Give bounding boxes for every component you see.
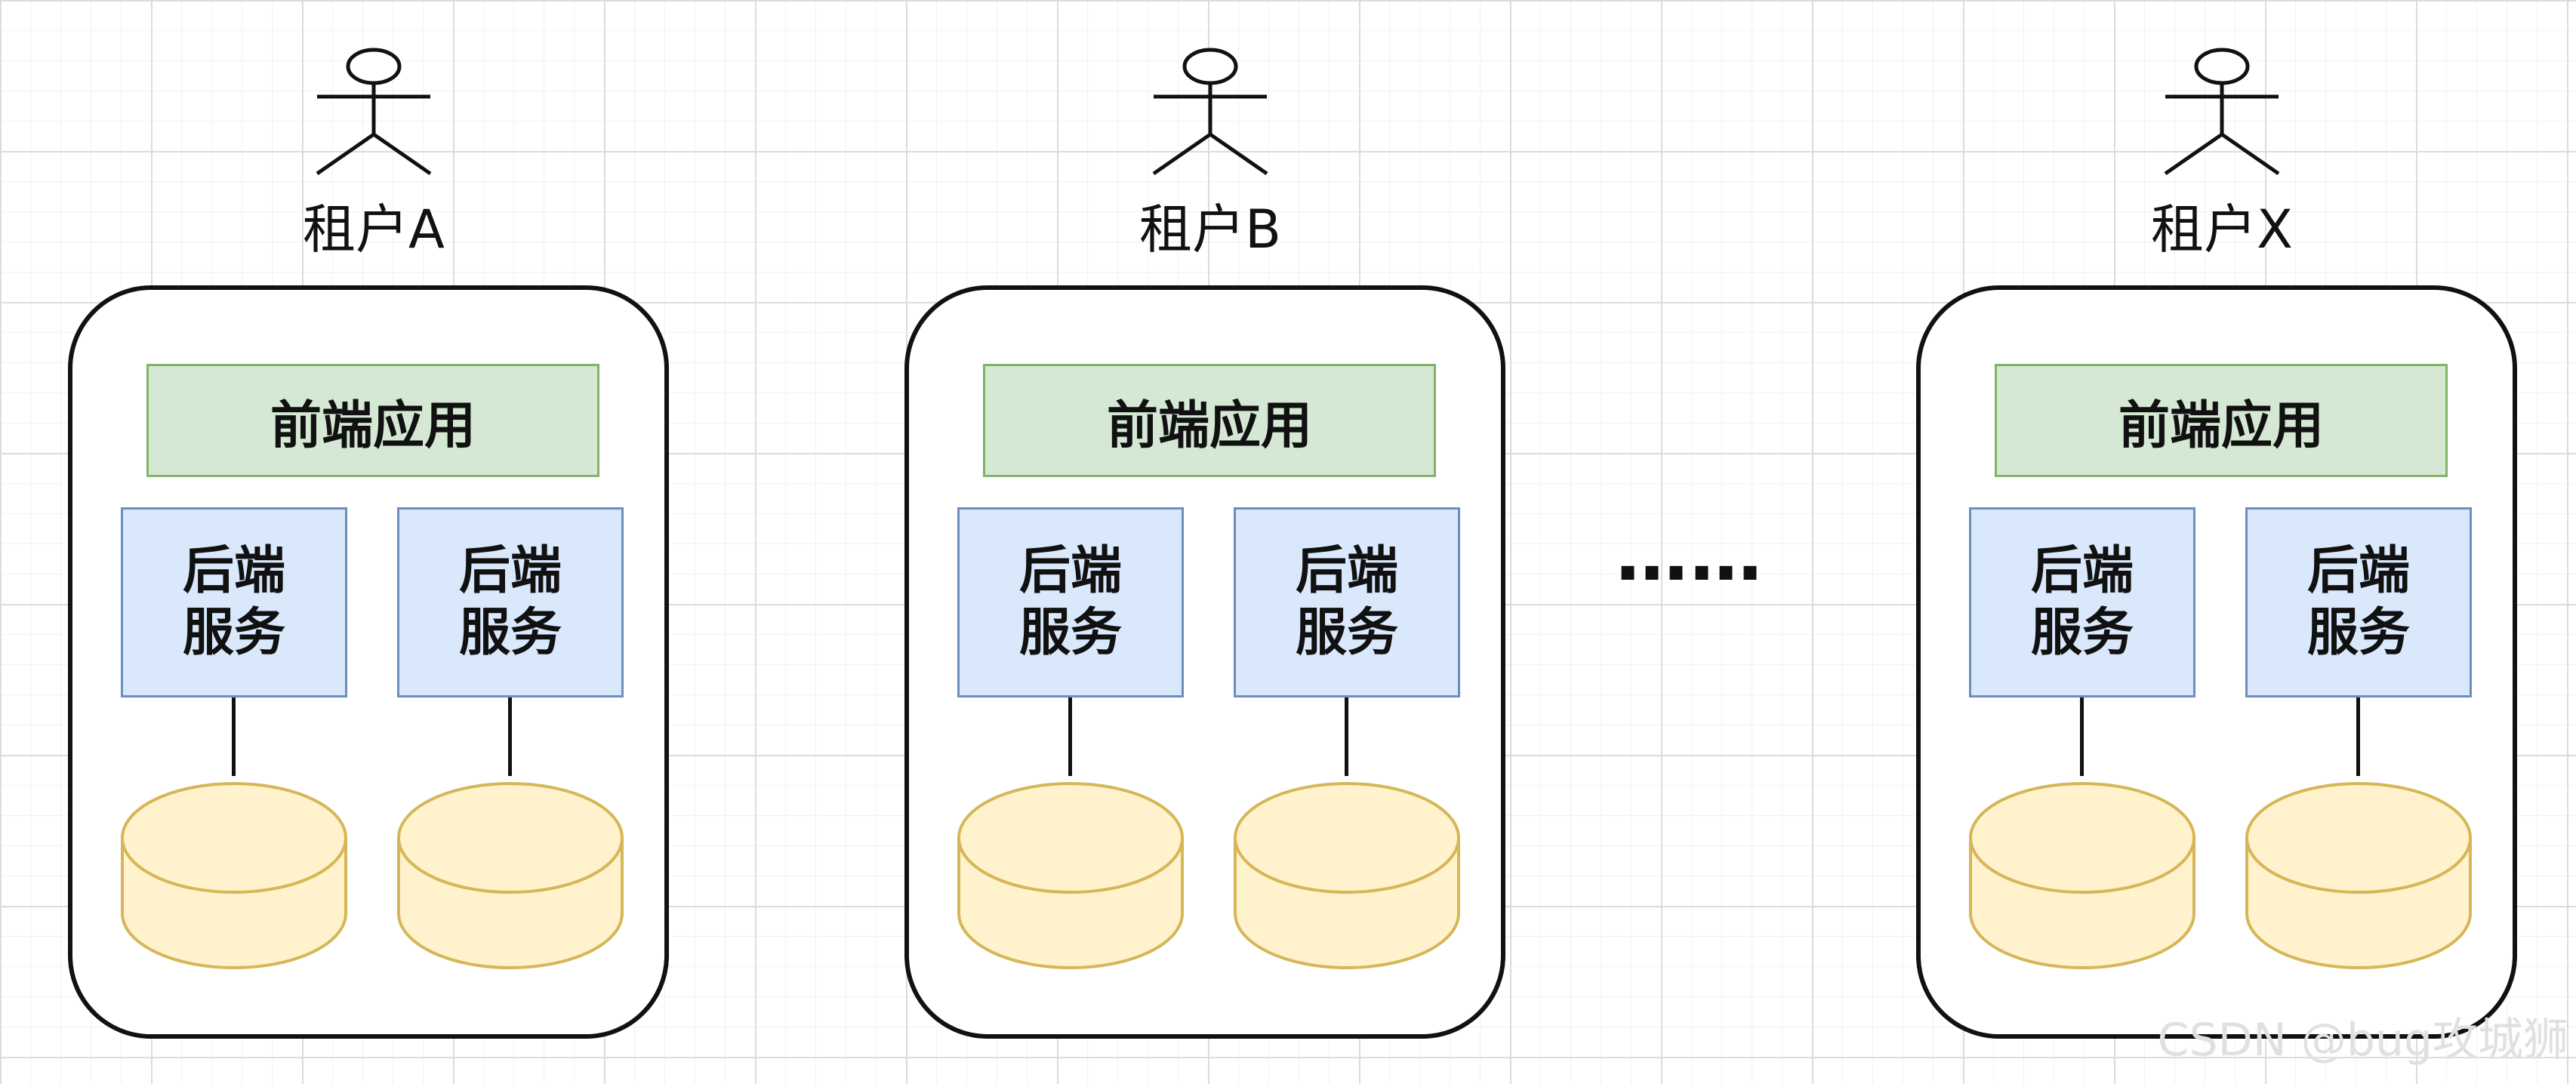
backend-label-line2: 服务 xyxy=(1295,603,1398,663)
tenant-container: 前端应用 后端 服务 后端 服务 xyxy=(1916,285,2517,1039)
backend-label-line2: 服务 xyxy=(2030,603,2134,663)
frontend-app-box: 前端应用 xyxy=(146,364,599,477)
backend-label-line1: 后端 xyxy=(2306,541,2410,601)
backend-label-line2: 服务 xyxy=(458,603,562,663)
tenant-label: 租户X xyxy=(2151,199,2293,260)
tenant-a: 租户A 前端应用 后端 服务 后端 服务 xyxy=(68,0,679,1084)
actor-icon xyxy=(68,45,679,181)
connector-line xyxy=(2356,698,2360,776)
connector-line xyxy=(232,698,236,776)
database-icon xyxy=(957,782,1184,969)
tenant-label: 租户A xyxy=(303,199,445,260)
database-icon xyxy=(2245,782,2472,969)
backend-label-line1: 后端 xyxy=(182,541,285,601)
backend-label-line1: 后端 xyxy=(2030,541,2134,601)
backend-service-box: 后端 服务 xyxy=(397,507,624,698)
backend-label-line2: 服务 xyxy=(182,603,285,663)
actor-icon xyxy=(904,45,1516,181)
backend-service-box: 后端 服务 xyxy=(1969,507,2195,698)
database-icon xyxy=(397,782,624,969)
backend-label-line1: 后端 xyxy=(1295,541,1398,601)
watermark: CSDN @bug攻城狮 xyxy=(2157,1014,2568,1067)
database-icon xyxy=(121,782,347,969)
connector-line xyxy=(2080,698,2084,776)
connector-line xyxy=(1068,698,1072,776)
connector-line xyxy=(508,698,512,776)
backend-label-line2: 服务 xyxy=(1018,603,1122,663)
backend-service-box: 后端 服务 xyxy=(1234,507,1460,698)
backend-label-line1: 后端 xyxy=(1018,541,1122,601)
database-icon xyxy=(1234,782,1460,969)
backend-label-line1: 后端 xyxy=(458,541,562,601)
tenant-b: 租户B 前端应用 后端 服务 后端 服务 xyxy=(904,0,1516,1084)
frontend-app-box: 前端应用 xyxy=(983,364,1436,477)
backend-service-box: 后端 服务 xyxy=(121,507,347,698)
tenant-label: 租户B xyxy=(1139,199,1282,260)
frontend-app-box: 前端应用 xyxy=(1995,364,2448,477)
tenant-container: 前端应用 后端 服务 后端 服务 xyxy=(68,285,669,1039)
connector-line xyxy=(1345,698,1348,776)
tenant-x: 租户X 前端应用 后端 服务 后端 服务 xyxy=(1916,0,2528,1084)
ellipsis: …… xyxy=(1616,513,1764,597)
actor-icon xyxy=(1916,45,2528,181)
backend-service-box: 后端 服务 xyxy=(957,507,1184,698)
database-icon xyxy=(1969,782,2195,969)
tenant-container: 前端应用 后端 服务 后端 服务 xyxy=(904,285,1505,1039)
backend-label-line2: 服务 xyxy=(2306,603,2410,663)
backend-service-box: 后端 服务 xyxy=(2245,507,2472,698)
